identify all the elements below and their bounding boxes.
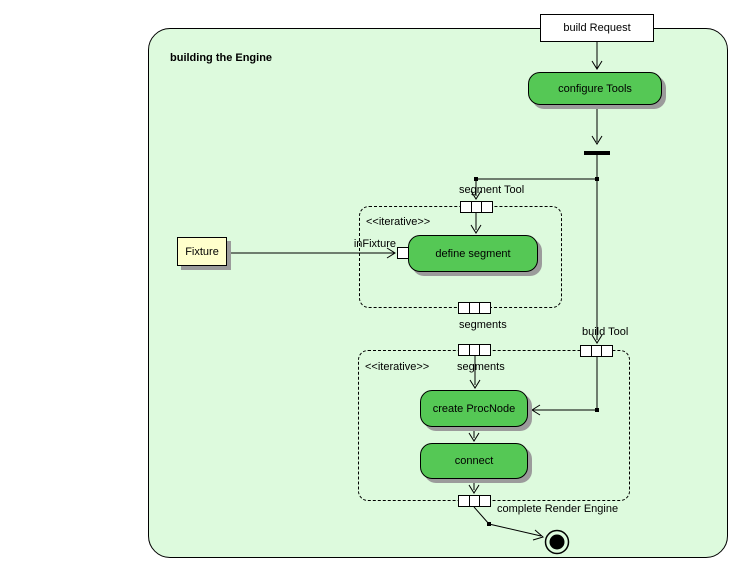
edge-request-to-configure — [591, 42, 603, 70]
activity-final-node — [544, 529, 570, 555]
node-connect: connect — [420, 443, 528, 479]
node-create-procnode-label: create ProcNode — [432, 402, 516, 415]
junction-dot — [595, 408, 599, 412]
label-segment-tool: segment Tool — [459, 184, 525, 196]
edge-create-to-connect — [468, 427, 480, 442]
pin-region2-input — [458, 344, 491, 356]
pin-region1-output — [458, 302, 491, 314]
node-connect-label: connect — [454, 455, 494, 467]
node-fixture-label: Fixture — [185, 245, 219, 258]
edge-branch-horizontal — [474, 177, 599, 181]
edge-segments-pin-to-create — [469, 356, 481, 389]
edge-pin-to-define-segment — [470, 213, 482, 234]
label-segments-inner: segments — [457, 361, 505, 373]
label-complete-render-engine: complete Render Engine — [497, 503, 619, 515]
node-build-request-label: build Request — [563, 22, 631, 34]
frame-title: building the Engine — [170, 52, 273, 64]
iterative-region-2 — [358, 350, 630, 501]
fork-bar — [584, 151, 610, 155]
label-segments-between: segments — [459, 319, 507, 331]
node-configure-tools: configure Tools — [528, 72, 662, 105]
edge-buildtool-to-create — [531, 357, 599, 416]
edge-fork-to-buildtool-pin — [591, 155, 603, 344]
pin-segment-tool — [460, 201, 493, 213]
label-iterative-region1: <<iterative>> — [366, 216, 431, 228]
junction-dot — [595, 177, 599, 181]
edge-configure-to-fork — [591, 105, 603, 145]
node-fixture: Fixture — [177, 237, 227, 266]
junction-dot — [487, 522, 491, 526]
label-in-fixture: inFixture — [353, 238, 396, 250]
edge-connect-to-out-pin — [468, 479, 480, 494]
edge-complete-to-final — [473, 506, 545, 541]
pin-region2-output — [458, 495, 491, 507]
label-build-tool: build Tool — [582, 326, 629, 338]
node-build-request: build Request — [540, 14, 654, 42]
node-create-procnode: create ProcNode — [420, 390, 528, 427]
node-define-segment-label: define segment — [435, 247, 511, 260]
pin-build-tool — [580, 345, 613, 357]
pin-infixture — [397, 247, 409, 259]
node-configure-tools-label: configure Tools — [558, 82, 632, 95]
edge-branch-to-segmenttool-pin — [470, 179, 482, 200]
node-define-segment: define segment — [408, 235, 538, 272]
label-iterative-region2: <<iterative>> — [365, 361, 430, 373]
edge-fixture-to-infixture-pin — [227, 247, 396, 259]
